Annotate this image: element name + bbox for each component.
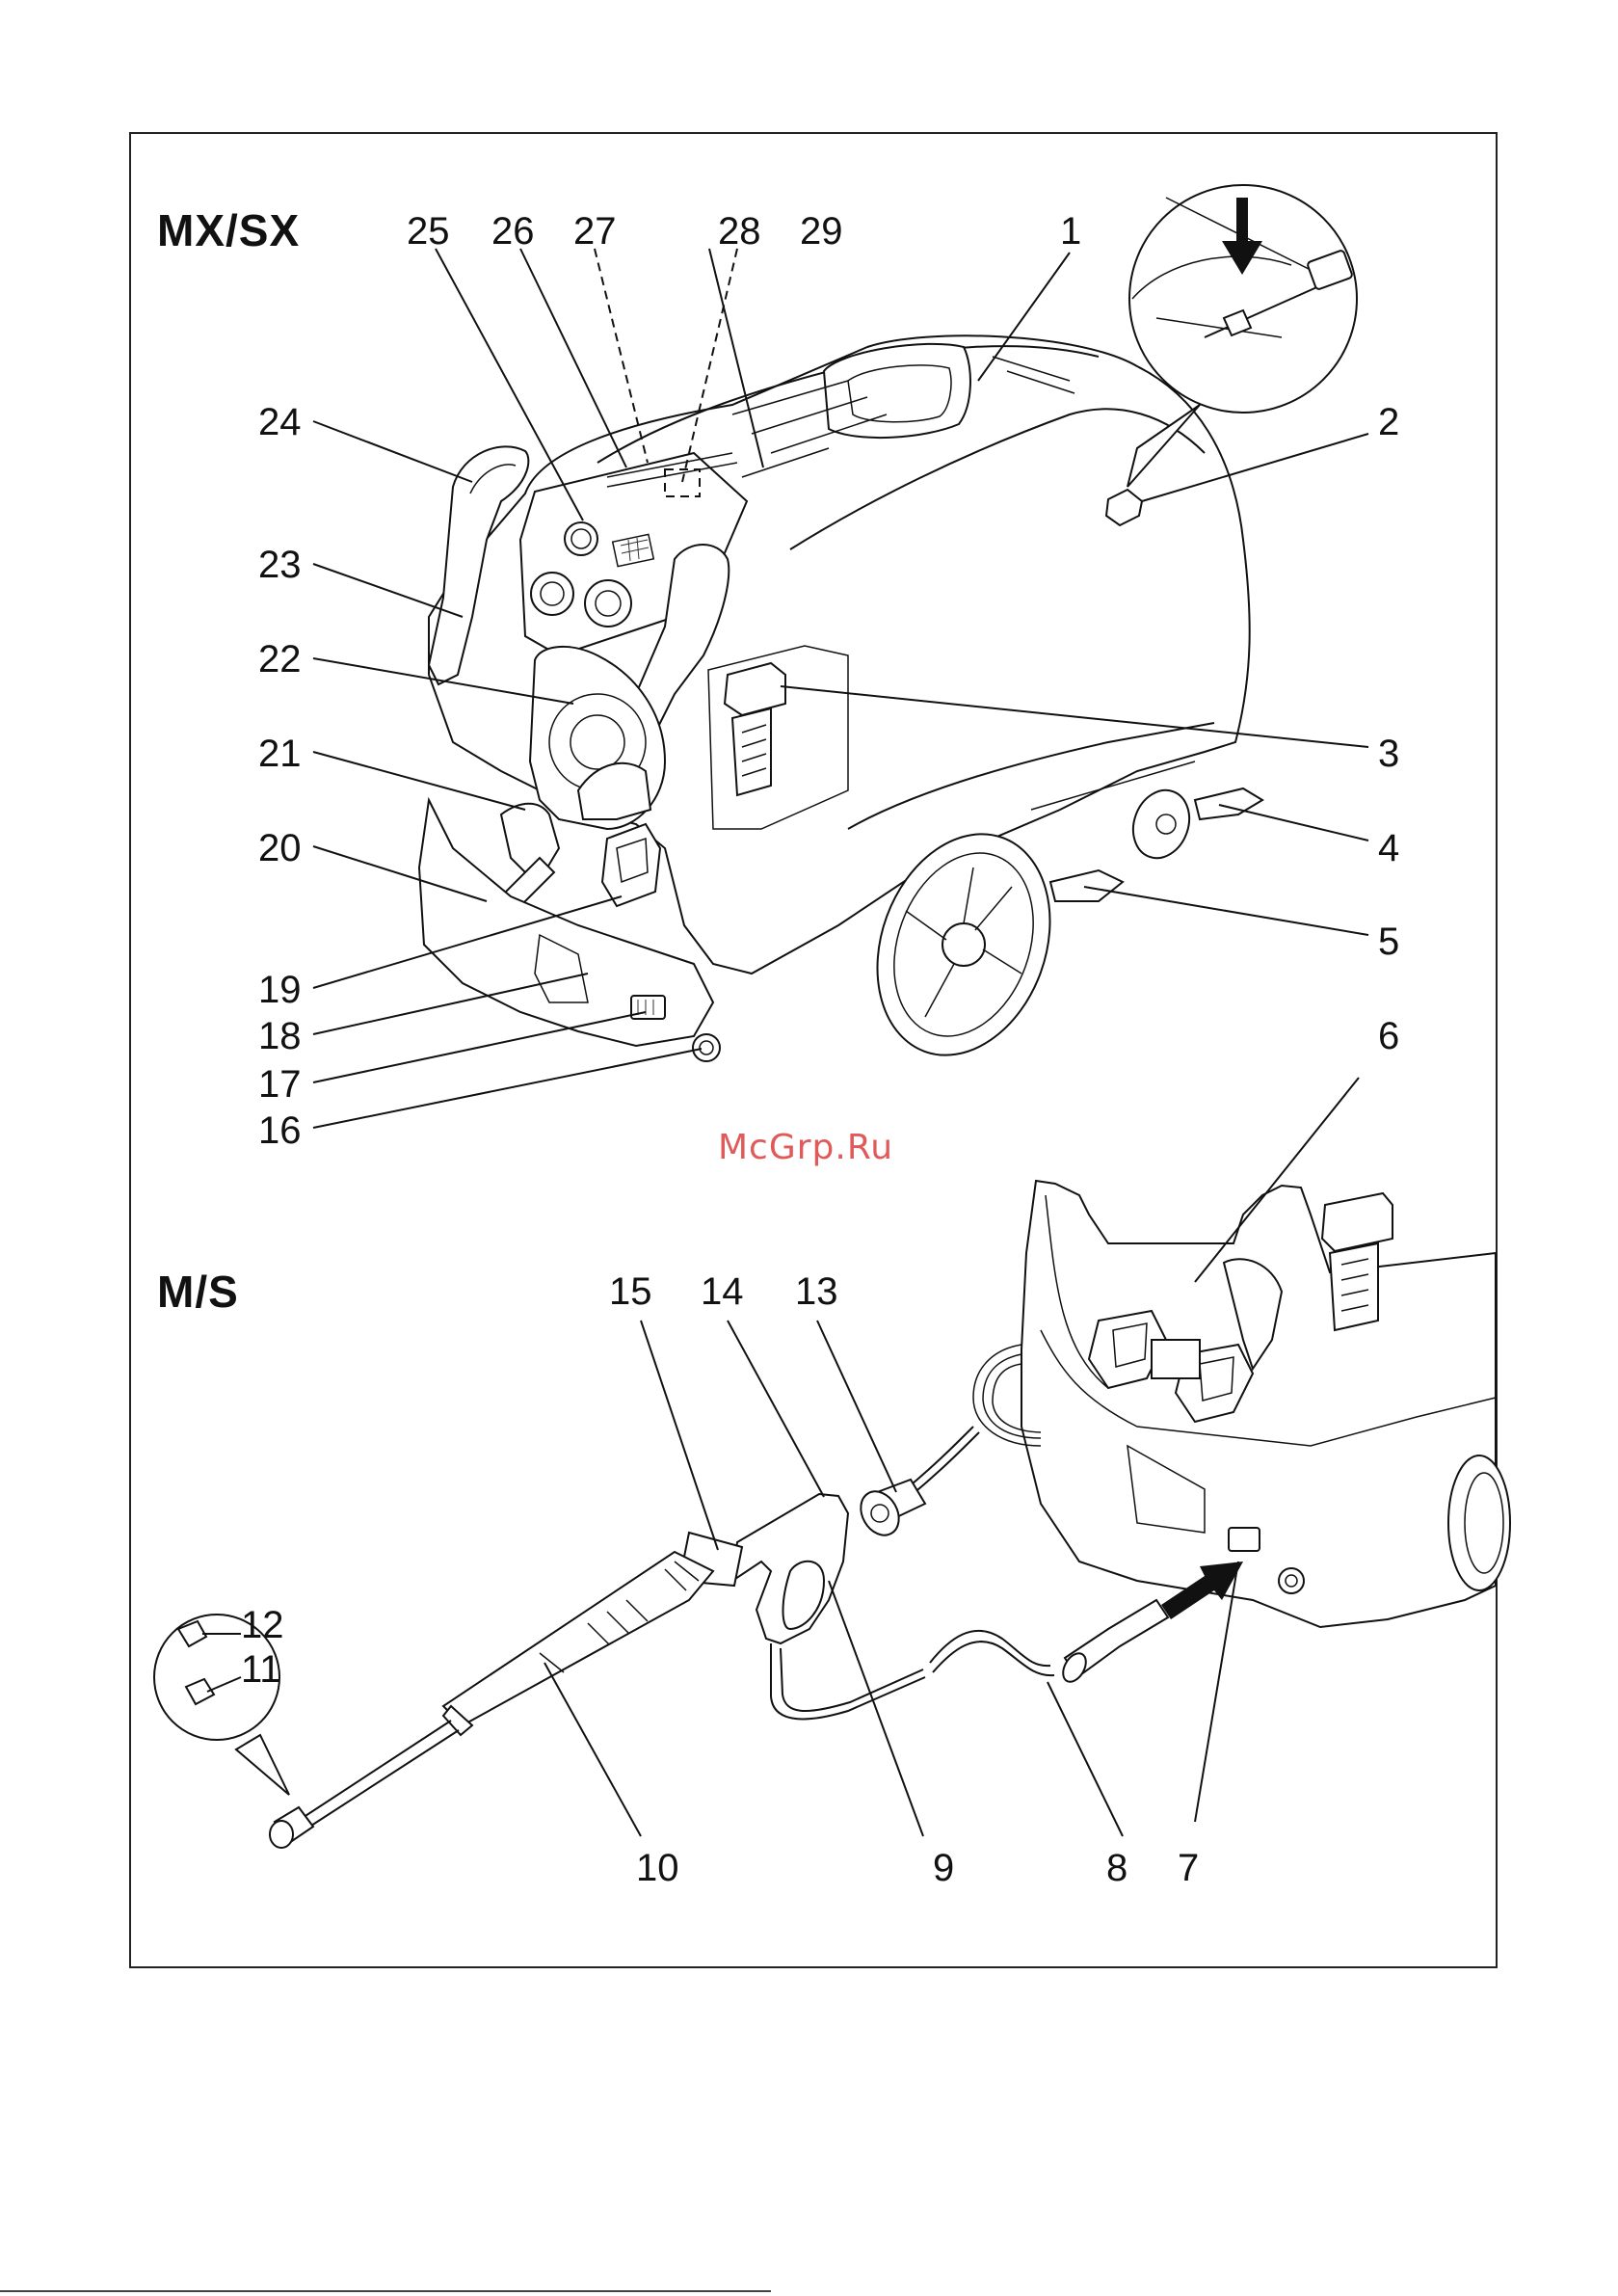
callout-28: 28: [718, 212, 761, 251]
callout-7: 7: [1178, 1849, 1199, 1887]
machine-top-drawing: [419, 335, 1262, 1080]
model-heading-mx-sx: MX/SX: [157, 204, 300, 256]
callout-2: 2: [1378, 403, 1399, 441]
callout-21: 21: [258, 734, 302, 773]
callout-23: 23: [258, 546, 302, 584]
detail-inset-top: [1127, 185, 1357, 487]
callout-20: 20: [258, 829, 302, 868]
page-footer-rule: [0, 2290, 771, 2292]
callout-6: 6: [1378, 1017, 1399, 1055]
callout-4: 4: [1378, 829, 1399, 868]
callout-8: 8: [1106, 1849, 1127, 1887]
callout-29: 29: [800, 212, 843, 251]
callout-19: 19: [258, 971, 302, 1009]
callout-17: 17: [258, 1065, 302, 1104]
callout-9: 9: [933, 1849, 954, 1887]
callout-3: 3: [1378, 734, 1399, 773]
callout-5: 5: [1378, 922, 1399, 961]
callout-16: 16: [258, 1111, 302, 1150]
callout-22: 22: [258, 640, 302, 679]
callout-15: 15: [609, 1272, 652, 1311]
watermark: McGrp.Ru: [718, 1128, 893, 1167]
callout-18: 18: [258, 1017, 302, 1055]
callout-24: 24: [258, 403, 302, 441]
callout-10: 10: [636, 1849, 679, 1887]
callout-1: 1: [1060, 212, 1081, 251]
callout-26: 26: [491, 212, 535, 251]
callout-14: 14: [701, 1272, 744, 1311]
machine-bottom-drawing: [973, 1181, 1510, 1627]
spray-gun-drawing: [270, 1427, 1168, 1848]
callout-13: 13: [795, 1272, 838, 1311]
callout-25: 25: [407, 212, 450, 251]
callout-27: 27: [573, 212, 617, 251]
model-heading-m-s: M/S: [157, 1266, 239, 1318]
callout-12: 12: [241, 1606, 284, 1644]
callout-11: 11: [241, 1650, 281, 1689]
